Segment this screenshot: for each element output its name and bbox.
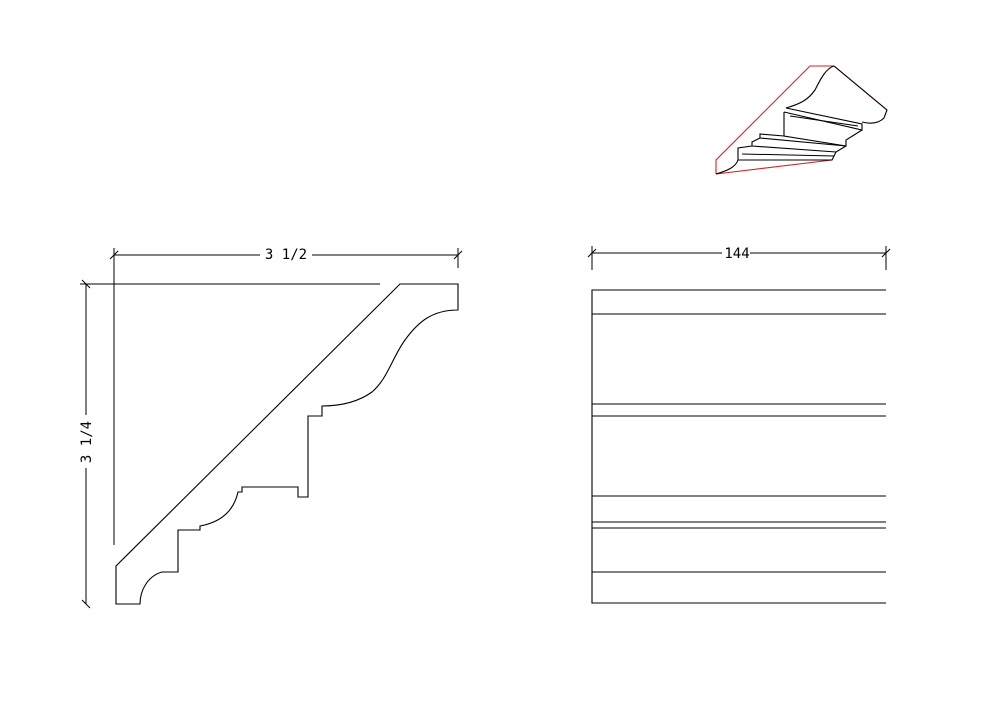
- preview-top-edge: [833, 65, 888, 124]
- preview-bottom-edge: [715, 159, 833, 175]
- elevation-outline: [591, 289, 886, 604]
- preview-facet-1: [789, 115, 859, 127]
- length-tick-left: [587, 248, 597, 258]
- preview-top-cove: [785, 65, 835, 109]
- elevation-view: 144: [587, 246, 891, 604]
- preview-cove-face: [783, 107, 863, 131]
- preview-step-a: [759, 133, 847, 147]
- isometric-preview: [715, 65, 888, 175]
- width-tick-right: [453, 250, 463, 260]
- preview-base-cove: [715, 159, 739, 175]
- profile-view: 3 1/2 3 1/4: [79, 247, 463, 609]
- molding-profile-outline: [115, 283, 459, 605]
- length-dimension-label: 144: [724, 246, 749, 262]
- height-tick-bottom: [81, 599, 91, 609]
- length-tick-right: [881, 248, 891, 258]
- height-tick-top: [81, 279, 91, 289]
- preview-facet-2: [741, 153, 835, 157]
- width-dimension-label: 3 1/2: [265, 247, 307, 263]
- preview-back-edge: [715, 65, 888, 174]
- height-dimension-label: 3 1/4: [79, 421, 95, 463]
- width-tick-left: [109, 250, 119, 260]
